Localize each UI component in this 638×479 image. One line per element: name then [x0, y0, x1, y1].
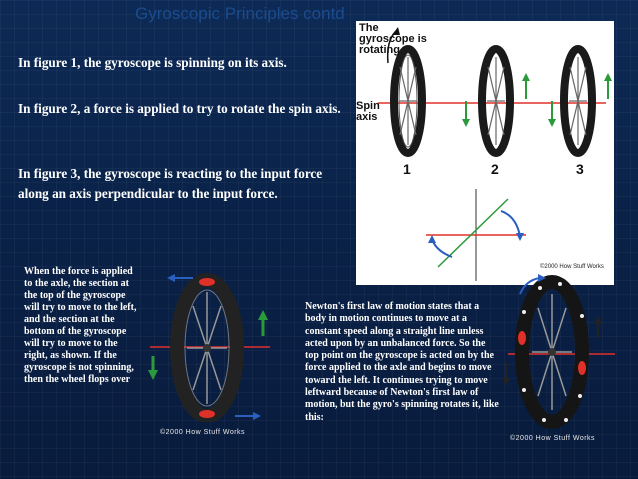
gyroscope-wheel-left: [148, 273, 270, 422]
precession-axis-diagram: [426, 189, 526, 281]
watermark-left: ©2000 How Stuff Works: [160, 429, 246, 436]
wheel-2: [462, 45, 530, 157]
gyroscope-figure-panel: The gyroscope is rotating Spin axis 1 2 …: [356, 21, 614, 285]
figure-label-3: 3: [576, 161, 584, 177]
figure-label-2: 2: [491, 161, 499, 177]
bullet-figure-2: In figure 2, a force is applied to try t…: [18, 101, 341, 116]
newton-note: Newton's first law of motion states that…: [305, 301, 499, 423]
gyroscope-diagram: [378, 27, 612, 281]
left-note: When the force is applied to the axle, t…: [24, 266, 137, 385]
figure-label-1: 1: [403, 161, 411, 177]
slide-title: Gyroscopic Principles contd: [135, 4, 345, 23]
bullet-figure-3: In figure 3, the gyroscope is reacting t…: [18, 166, 323, 201]
figure-copyright: ©2000 How Stuff Works: [540, 264, 604, 270]
wheel-3: [548, 45, 612, 157]
wheel-1: [386, 27, 426, 157]
bullet-figure-1: In figure 1, the gyroscope is spinning o…: [18, 55, 287, 70]
watermark-right: ©2000 How Stuff Works: [510, 435, 596, 442]
gyroscope-wheel-right: [502, 274, 615, 429]
caption-rotating: The gyroscope is rotating: [359, 22, 427, 56]
caption-spin-axis: Spin axis: [356, 100, 380, 123]
